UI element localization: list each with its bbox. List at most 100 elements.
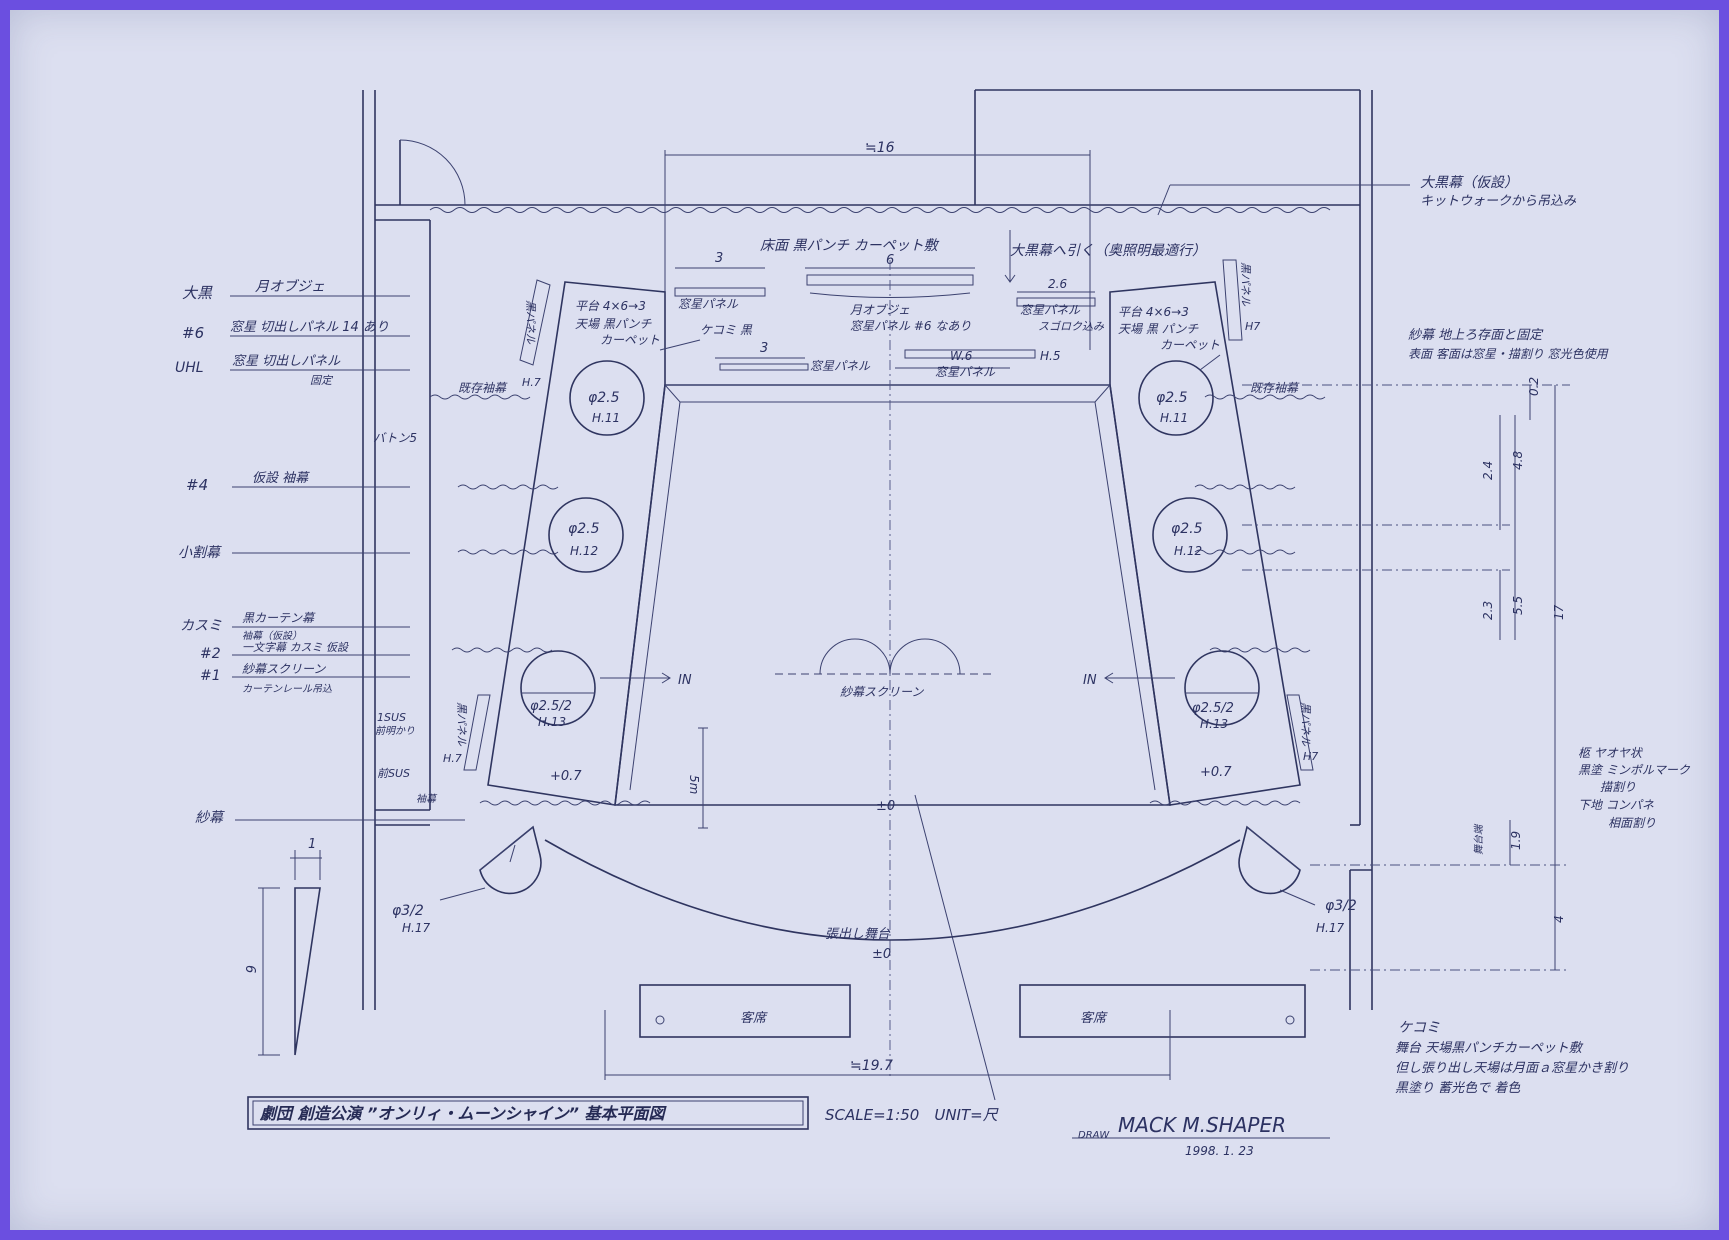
title-block: 劇団 創造公演 ”オンリィ・ムーンシャイン” 基本平面図 SCALE=1:50 … xyxy=(247,1096,1330,1158)
sode-left: 既存袖幕 xyxy=(458,381,508,395)
sus1-sub: 前明かり xyxy=(375,725,415,737)
sus2-label: 前SUS xyxy=(377,767,410,780)
drawing-date: 1998. 1. 23 xyxy=(1185,1144,1254,1158)
left-kasumi-sub: 袖幕（仮設） xyxy=(242,630,302,642)
right-platform: 平台 4×6→3 天場 黒 パンチ カーペット xyxy=(1109,281,1301,806)
round-platform-1 xyxy=(569,360,645,436)
apron-label: 張出し舞台 xyxy=(825,927,891,942)
circ6-h: H.13 xyxy=(1200,717,1228,731)
round-platform-3 xyxy=(520,650,596,726)
round-platform-5 xyxy=(1152,497,1228,573)
kekomi-line3: 黒塗り 蓄光色で 着色 xyxy=(1395,1080,1521,1096)
seat-block-right xyxy=(1019,984,1306,1038)
left-annotations: 大黒 月オブジェ #6 窓星 切出しパネル 14 あり UHL 窓星 切出しパネ… xyxy=(175,279,465,826)
left-kasumi-text: 黒カーテン幕 xyxy=(242,611,316,625)
panel-a: 窓星パネル xyxy=(678,297,739,311)
audience-seating: 客席 客席 xyxy=(639,984,1306,1038)
curtain-top-label-b: キットウォークから吊込み xyxy=(1420,194,1577,209)
left-uhl-sub: 固定 xyxy=(310,374,334,387)
curtain-top-label-a: 大黒幕（仮設） xyxy=(1420,175,1518,191)
left-dai-text: 月オブジェ xyxy=(255,279,325,295)
batten-label: バトン5 xyxy=(373,431,417,445)
circ6-label: φ2.5/2 xyxy=(1192,701,1234,716)
kekomi-black: ケコミ 黒 xyxy=(700,323,753,337)
black-panel-right: 黒パネル xyxy=(1239,262,1252,307)
gauze-screen: 紗幕スクリーン IN IN xyxy=(600,638,1175,699)
circ3-h: H.13 xyxy=(538,715,566,729)
left-lead: スゴロク込み xyxy=(1038,320,1105,333)
plat-right-b: 天場 黒 パンチ xyxy=(1118,322,1199,336)
floor-carpet-label: 床面 黒パンチ カーペット敷 xyxy=(760,238,940,254)
seat-block-left xyxy=(639,984,851,1038)
in-left: IN xyxy=(678,673,692,688)
dim-5m: 5m xyxy=(687,727,708,829)
left-4-text: 仮設 袖幕 xyxy=(252,471,310,486)
right-note-b: 表面 客面は窓星・描割り 窓光色使用 xyxy=(1408,347,1609,361)
right-annotations: 紗幕 地上ろ存面と固定 表面 客面は窓星・描割り 窓光色使用 0.2 2.4 4… xyxy=(1242,327,1691,971)
height-panel: H.5 xyxy=(1040,349,1060,363)
panel-c: 窓星パネル xyxy=(1020,303,1081,317)
top-dimension: ≒16 xyxy=(664,140,1091,350)
stage-floor-plan: ≒16 大黒幕（仮設） キットウォークから吊込み 床面 黒パンチ カーペット敷 … xyxy=(175,89,1691,1158)
circ4-h: H.11 xyxy=(1160,411,1188,425)
right-dim-19: 1.9 xyxy=(1509,831,1523,850)
upstage-panels: 3 窓星パネル 6 月オブジェ 窓星パネル #6 なあり 2.6 窓星パネル ス… xyxy=(674,251,1105,379)
apron-value: ±0 xyxy=(872,947,891,962)
zero-mark: ±0 xyxy=(876,799,895,814)
curtain-note-top: 大黒幕（仮設） キットウォークから吊込み xyxy=(1157,175,1577,216)
left-kasumi: カスミ xyxy=(180,618,222,634)
step-right: φ3/2 xyxy=(1325,898,1357,914)
black-curtain-pull-label: 大黒幕へ引く（奥照明最適行） xyxy=(1010,243,1206,259)
upstage-curtain xyxy=(429,207,1331,213)
moon-object: 月オブジェ xyxy=(850,303,910,317)
corner-steps: φ3/2 H.17 φ3/2 H.17 xyxy=(392,825,1357,935)
right-dim-4: 4 xyxy=(1552,915,1566,923)
circ3-label: φ2.5/2 xyxy=(530,699,572,714)
step-left-h: H.17 xyxy=(402,921,430,935)
h7-left-low: H.7 xyxy=(443,752,462,765)
drawn-prefix: DRAW xyxy=(1078,1130,1110,1141)
right-note-e: 描割り xyxy=(1600,780,1636,794)
plat-left-a: 平台 4×6→3 xyxy=(575,299,646,313)
step-left: φ3/2 xyxy=(392,903,424,919)
right-dim-48: 4.8 xyxy=(1511,451,1525,470)
plat-right-c: カーペット xyxy=(1160,338,1220,352)
door-swing xyxy=(399,139,466,206)
black-panel-left-low: 黒パネル xyxy=(455,702,468,747)
black-panel-left: 黒パネル xyxy=(524,300,537,345)
dim-bottom-label: ≒19.7 xyxy=(850,1058,893,1074)
drawn-by-signature: MACK M.SHAPER xyxy=(1118,1113,1286,1137)
round-platform-2 xyxy=(548,497,624,573)
round-platform-6 xyxy=(1184,650,1260,726)
right-dim-17: 17 xyxy=(1552,604,1566,620)
left-1: #1 xyxy=(200,668,221,684)
building-walls xyxy=(362,89,1373,1010)
circ1-h: H.11 xyxy=(592,411,620,425)
plat-left-c: カーペット xyxy=(600,333,660,347)
left-6: #6 xyxy=(182,324,204,342)
circ1-label: φ2.5 xyxy=(588,390,620,406)
sus2-sub: 袖幕 xyxy=(416,793,438,805)
step-right-h: H.17 xyxy=(1316,921,1344,935)
right-dim-02: 0.2 xyxy=(1527,377,1541,396)
seat-right: 客席 xyxy=(1080,1010,1108,1026)
seat-left: 客席 xyxy=(740,1010,768,1026)
black-panels: 黒パネル H.7 黒パネル H7 黒パネル H.7 黒パネル H7 xyxy=(443,259,1318,771)
kekomi-line2: 但し張り出し天場は月面ａ窓星かき割り xyxy=(1395,1060,1629,1076)
right-dim-23: 2.3 xyxy=(1481,601,1495,620)
round-platform-4 xyxy=(1138,360,1214,436)
panel-b: 窓星パネル #6 なあり xyxy=(850,319,971,333)
right-dim-24: 2.4 xyxy=(1481,461,1495,480)
left-uhl: UHL xyxy=(175,360,204,376)
wedge-width: 1 xyxy=(308,837,316,852)
right-dim-55: 5.5 xyxy=(1511,596,1525,615)
sode-right: 既存袖幕 xyxy=(1250,381,1300,395)
right-dim-side: 舞台端 xyxy=(1473,823,1485,855)
h7-right: H7 xyxy=(1245,320,1260,333)
center-stage xyxy=(614,260,1171,1080)
dim-top-label: ≒16 xyxy=(865,140,895,156)
plat-right-a: 平台 4×6→3 xyxy=(1118,305,1189,319)
circ2-h: H.12 xyxy=(570,544,598,558)
left-uhl-text: 窓星 切出しパネル xyxy=(232,353,341,369)
circ5-label: φ2.5 xyxy=(1171,521,1203,537)
